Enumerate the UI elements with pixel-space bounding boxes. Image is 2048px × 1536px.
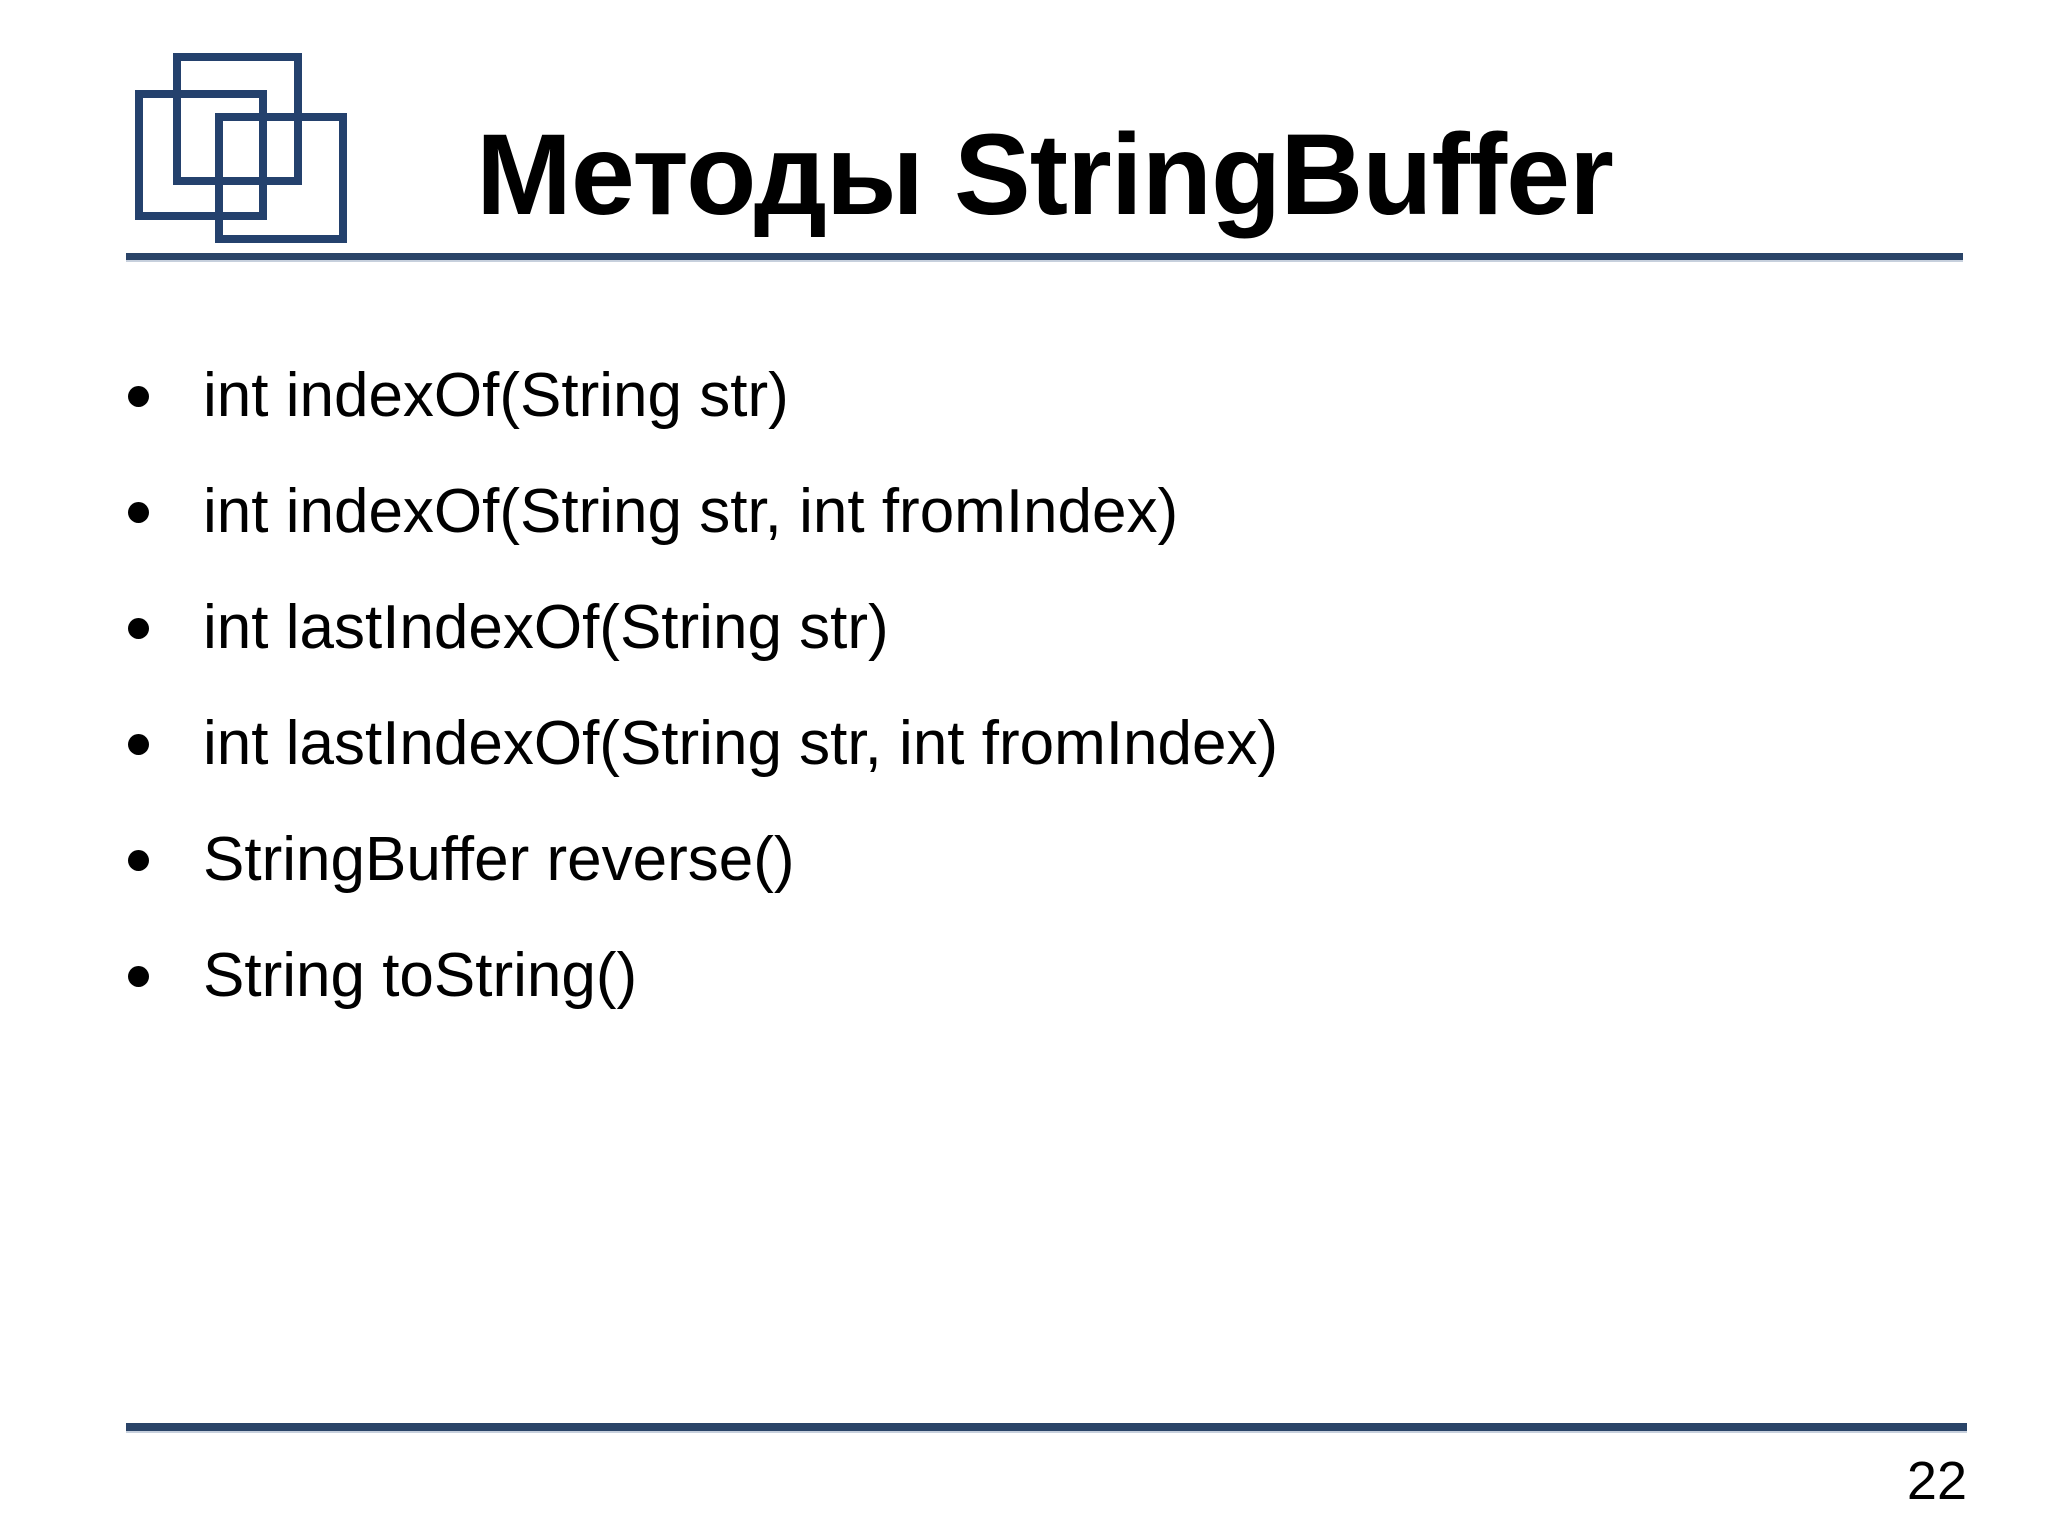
list-item-label: int lastIndexOf(String str) — [203, 593, 889, 662]
list-item: int indexOf(String str, int fromIndex) — [126, 475, 1826, 549]
list-item: StringBuffer reverse() — [126, 823, 1826, 897]
title-underline-rule — [126, 253, 1963, 262]
list-item: int lastIndexOf(String str) — [126, 591, 1826, 665]
list-item-label: int indexOf(String str) — [203, 361, 789, 430]
list-item-label: int lastIndexOf(String str, int fromInde… — [203, 709, 1279, 778]
method-list: int indexOf(String str) int indexOf(Stri… — [126, 359, 1826, 1055]
logo-square-left — [135, 90, 267, 220]
list-item: int indexOf(String str) — [126, 359, 1826, 433]
slide-title: Методы StringBuffer — [476, 111, 1614, 239]
bullet-icon — [128, 850, 149, 871]
bullet-icon — [128, 618, 149, 639]
page-number: 22 — [1906, 1451, 1967, 1511]
list-item-label: StringBuffer reverse() — [203, 825, 795, 894]
list-item: String toString() — [126, 939, 1826, 1013]
bullet-icon — [128, 502, 149, 523]
list-item-label: int indexOf(String str, int fromIndex) — [203, 477, 1179, 546]
overlapping-squares-logo-icon — [135, 53, 347, 243]
footer-rule — [126, 1423, 1967, 1433]
bullet-icon — [128, 386, 149, 407]
list-item-label: String toString() — [203, 941, 638, 1010]
bullet-icon — [128, 734, 149, 755]
list-item: int lastIndexOf(String str, int fromInde… — [126, 707, 1826, 781]
bullet-icon — [128, 966, 149, 987]
logo-square-right — [215, 113, 347, 243]
